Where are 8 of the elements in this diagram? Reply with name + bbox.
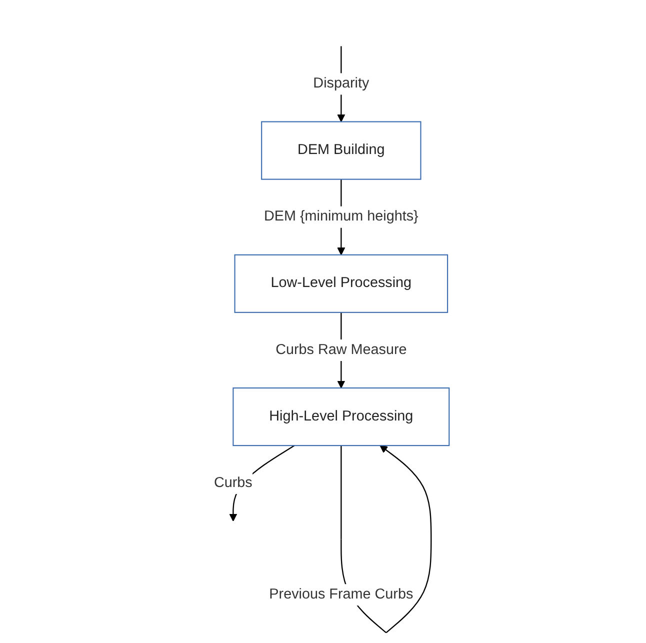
edge-label: Disparity	[312, 76, 369, 92]
node-box: High-Level Processing	[232, 387, 450, 446]
edge-label: Previous Frame Curbs	[269, 586, 413, 602]
edge-label: DEM {minimum heights}	[264, 208, 418, 224]
node-box: DEM Building	[260, 121, 422, 180]
edge-label: Curbs	[214, 475, 252, 491]
edge-label: Curbs Raw Measure	[275, 342, 407, 358]
node-box: Low-Level Processing	[234, 254, 448, 313]
